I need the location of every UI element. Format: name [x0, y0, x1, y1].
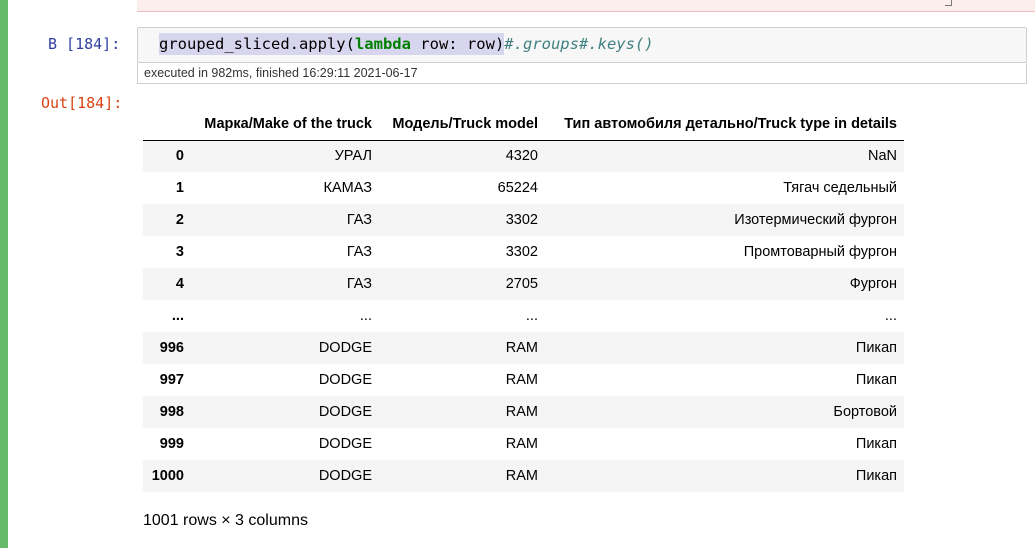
table-row: 998 DODGE RAM Бортовой — [143, 396, 904, 428]
cell-truck-type: ... — [884, 308, 897, 324]
table-row: 999 DODGE RAM Пикап — [143, 428, 904, 460]
table-row: 997 DODGE RAM Пикап — [143, 364, 904, 396]
row-index: 1000 — [151, 468, 184, 484]
code-selection: grouped_sliced.apply(lambda row: row) — [159, 33, 505, 55]
cell-model: 3302 — [505, 244, 538, 260]
row-index: ... — [171, 308, 184, 324]
cell-make: ГАЗ — [346, 276, 372, 292]
code-line[interactable]: grouped_sliced.apply(lambda row: row)#.g… — [159, 33, 654, 55]
cell-truck-type: Пикап — [855, 340, 897, 356]
row-index: 997 — [159, 372, 184, 388]
table-body: 0 УРАЛ 4320 NaN 1 КАМАЗ 65224 Тягач седе… — [143, 140, 904, 492]
cell-make: DODGE — [318, 340, 372, 356]
table-row: 1000 DODGE RAM Пикап — [143, 460, 904, 492]
cell-truck-type: Изотермический фургон — [734, 212, 897, 228]
cell-make: DODGE — [318, 436, 372, 452]
execution-time-text: executed in 982ms, finished 16:29:11 202… — [144, 66, 418, 80]
code-comment: #.groups#.keys() — [504, 35, 654, 53]
cell-model: RAM — [505, 436, 538, 452]
cell-model: ... — [525, 308, 538, 324]
cell-model: RAM — [505, 340, 538, 356]
row-index: 2 — [175, 212, 184, 228]
cell-truck-type: Фургон — [849, 276, 897, 292]
row-index: 999 — [159, 436, 184, 452]
cell-model: RAM — [505, 404, 538, 420]
cell-make: КАМАЗ — [323, 180, 372, 196]
cell-truck-type: Промтоварный фургон — [743, 244, 897, 260]
table-row: 2 ГАЗ 3302 Изотермический фургон — [143, 204, 904, 236]
cell-make: DODGE — [318, 372, 372, 388]
cell-make: ... — [359, 308, 372, 324]
cell-model: 4320 — [505, 148, 538, 165]
cell-model: 2705 — [505, 276, 538, 292]
column-header-truck-type: Тип автомобиля детально/Truck type in de… — [545, 108, 904, 141]
table-row: 0 УРАЛ 4320 NaN — [143, 140, 904, 172]
cell-make: ГАЗ — [346, 244, 372, 260]
input-prompt: В [184]: — [48, 35, 121, 53]
cell-truck-type: Пикап — [855, 468, 897, 484]
row-index: 0 — [175, 148, 184, 165]
cell-truck-type: NaN — [867, 148, 897, 165]
table-header: Марка/Make of the truck Модель/Truck mod… — [143, 108, 904, 141]
table-row-ellipsis: ... ... ... ... — [143, 300, 904, 332]
code-keyword-lambda: lambda — [354, 35, 411, 53]
cell-model: RAM — [505, 372, 538, 388]
row-index: 996 — [159, 340, 184, 356]
cell-model: RAM — [505, 468, 538, 484]
dataframe-shape-summary: 1001 rows × 3 columns — [143, 512, 308, 529]
row-index: 3 — [175, 244, 184, 260]
table-row: 996 DODGE RAM Пикап — [143, 332, 904, 364]
previous-cell-error-output — [137, 0, 1035, 12]
column-header-model: Модель/Truck model — [379, 108, 545, 141]
cell-truck-type: Пикап — [855, 436, 897, 452]
cell-make: DODGE — [318, 468, 372, 484]
error-text-fragment — [945, 0, 952, 6]
cell-make: ГАЗ — [346, 212, 372, 228]
row-index: 998 — [159, 404, 184, 420]
code-input-area[interactable]: grouped_sliced.apply(lambda row: row)#.g… — [137, 27, 1027, 63]
code-text-args: row: row) — [410, 35, 505, 53]
execution-info-bar: executed in 982ms, finished 16:29:11 202… — [137, 63, 1027, 84]
code-text-call: grouped_sliced.apply( — [159, 35, 355, 53]
table-row: 3 ГАЗ 3302 Промтоварный фургон — [143, 236, 904, 268]
cell-truck-type: Пикап — [855, 372, 897, 388]
row-index: 4 — [175, 276, 184, 292]
cell-make: УРАЛ — [334, 148, 372, 165]
cell-truck-type: Бортовой — [833, 404, 897, 420]
column-header-make: Марка/Make of the truck — [191, 108, 379, 141]
row-index: 1 — [175, 180, 184, 196]
cell-make: DODGE — [318, 404, 372, 420]
table-row: 4 ГАЗ 2705 Фургон — [143, 268, 904, 300]
dataframe-table: Марка/Make of the truck Модель/Truck mod… — [143, 108, 904, 492]
index-header — [143, 108, 191, 141]
header-row: Марка/Make of the truck Модель/Truck mod… — [143, 108, 904, 141]
cell-model: 65224 — [497, 180, 538, 196]
table-row: 1 КАМАЗ 65224 Тягач седельный — [143, 172, 904, 204]
cell-model: 3302 — [505, 212, 538, 228]
output-prompt: Out[184]: — [41, 94, 123, 112]
cell-truck-type: Тягач седельный — [783, 180, 897, 196]
cell-selected-indicator — [0, 0, 8, 548]
